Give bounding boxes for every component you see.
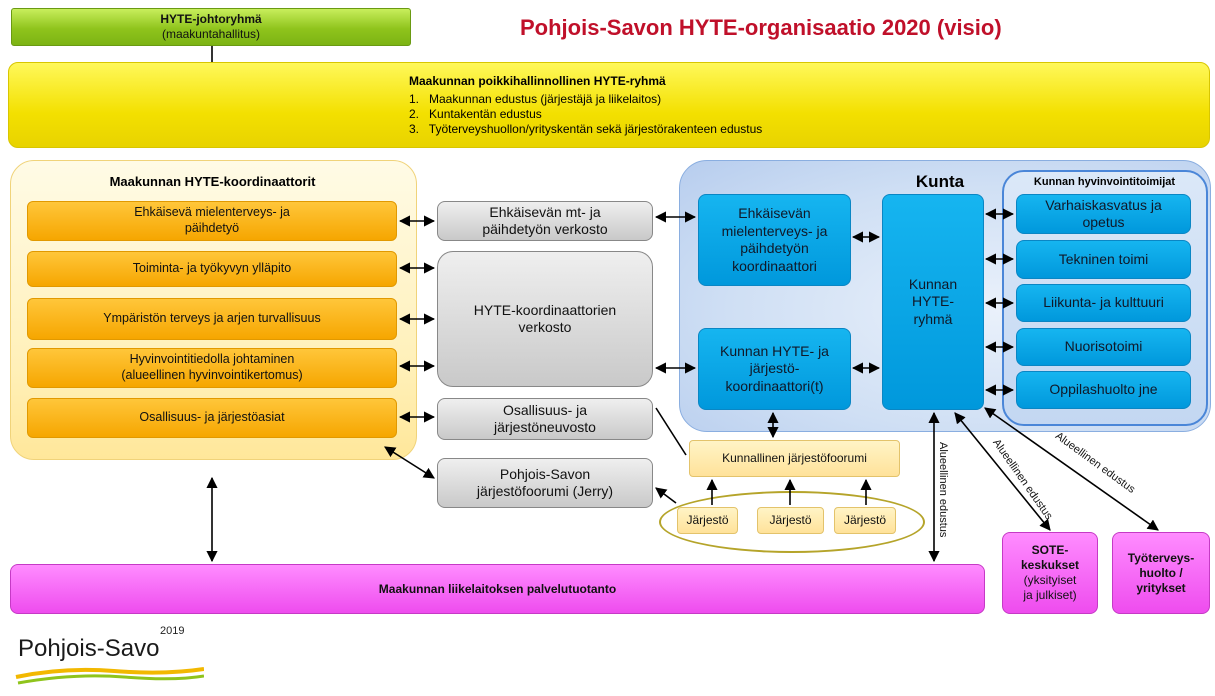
jarjesto-box: Järjestö bbox=[834, 507, 896, 534]
item-label: koordinaattori bbox=[732, 257, 817, 274]
sote-keskukset-box: SOTE- keskukset (yksityiset ja julkiset) bbox=[1002, 532, 1098, 614]
koordinaattori-ymparisto: Ympäristön terveys ja arjen turvallisuus bbox=[27, 298, 397, 340]
jarjesto-box: Järjestö bbox=[677, 507, 738, 534]
koordinaattori-toimintakyky: Toiminta- ja työkyvyn ylläpito bbox=[27, 251, 397, 287]
koordinaattori-mielenterveys: Ehkäisevä mielenterveys- ja päihdetyö bbox=[27, 201, 397, 241]
connector-arrow bbox=[384, 446, 435, 479]
item-label: mielenterveys- ja bbox=[721, 222, 828, 239]
koordinaattorit-heading: Maakunnan HYTE-koordinaattorit bbox=[109, 173, 316, 189]
poikkihallinnollinen-item: 2. Kuntakentän edustus bbox=[409, 106, 542, 121]
johtoryhma-name: HYTE-johtoryhmä bbox=[160, 12, 262, 26]
item-label: Ehkäisevän bbox=[738, 205, 811, 221]
item-label: Oppilashuolto jne bbox=[1049, 381, 1158, 398]
toimija-varhaiskasvatus: Varhaiskasvatus ja opetus bbox=[1016, 194, 1191, 234]
connector-arrow bbox=[984, 407, 1159, 531]
kunnallinen-jarjestofoorumi-box: Kunnallinen järjestöfoorumi bbox=[689, 440, 900, 477]
connector-arrow bbox=[655, 487, 677, 504]
kunta-heading: Kunta bbox=[915, 172, 965, 192]
osallisuus-neuvosto-box: Osallisuus- ja järjestöneuvosto bbox=[437, 398, 653, 440]
item-label: (yksityiset bbox=[1023, 573, 1077, 587]
toimija-tekninen: Tekninen toimi bbox=[1016, 240, 1191, 279]
item-label: ja julkiset) bbox=[1023, 588, 1077, 602]
kunta-hyte-koordinaattori: Kunnan HYTE- ja järjestö- koordinaattori… bbox=[698, 328, 851, 410]
logo-year: 2019 bbox=[160, 625, 185, 637]
item-label: päihdetyön verkosto bbox=[482, 221, 608, 237]
toimija-nuorisotoimi: Nuorisotoimi bbox=[1016, 328, 1191, 366]
item-label: järjestö- bbox=[749, 360, 800, 377]
item-label: Osallisuus- ja järjestöasiat bbox=[139, 410, 285, 425]
item-label: verkosto bbox=[518, 319, 572, 335]
logo-swoosh-icon bbox=[15, 667, 204, 685]
item-label: Työterveys- bbox=[1127, 550, 1195, 565]
connector-arrow bbox=[954, 412, 1051, 531]
diagram-title: Pohjois-Savon HYTE-organisaatio 2020 (vi… bbox=[520, 15, 1002, 40]
item-label: (alueellinen hyvinvointikertomus) bbox=[121, 368, 303, 382]
johtoryhma-sub: (maakuntahallitus) bbox=[161, 27, 261, 41]
item-label: Tekninen toimi bbox=[1058, 250, 1149, 267]
item-label: Pohjois-Savon bbox=[499, 465, 591, 482]
kunta-hyte-ryhma: Kunnan HYTE- ryhmä bbox=[882, 194, 984, 410]
hyvinvointitoimijat-heading: Kunnan hyvinvointitoimijat bbox=[1033, 176, 1176, 189]
koordinaattori-osallisuus: Osallisuus- ja järjestöasiat bbox=[27, 398, 397, 438]
item-label: ryhmä bbox=[913, 310, 953, 327]
toimija-oppilashuolto: Oppilashuolto jne bbox=[1016, 371, 1191, 409]
toimija-liikunta: Liikunta- ja kulttuuri bbox=[1016, 284, 1191, 322]
jerry-box: Pohjois-Savon järjestöfoorumi (Jerry) bbox=[437, 458, 653, 508]
item-label: järjestöneuvosto bbox=[494, 419, 596, 435]
item-label: opetus bbox=[1082, 214, 1125, 230]
item-label: päihdetyön bbox=[740, 240, 809, 256]
item-label: huolto / bbox=[1139, 565, 1183, 580]
item-label: päihdetyö bbox=[184, 221, 240, 235]
logo-name: Pohjois-Savo bbox=[18, 635, 160, 662]
kunta-mt-koordinaattori: Ehkäisevän mielenterveys- ja päihdetyön … bbox=[698, 194, 851, 286]
item-label: keskukset bbox=[1020, 558, 1080, 572]
item-label: Kunnan HYTE- ja bbox=[720, 342, 829, 359]
hyte-johtoryhma-box: HYTE-johtoryhmä (maakuntahallitus) bbox=[11, 8, 411, 46]
item-label: yritykset bbox=[1136, 580, 1186, 595]
item-label: HYTE- bbox=[912, 293, 954, 310]
item-label: Hyvinvointitiedolla johtaminen bbox=[129, 352, 295, 367]
poikkihallinnollinen-heading: Maakunnan poikkihallinnollinen HYTE-ryhm… bbox=[409, 73, 666, 88]
mt-verkosto-box: Ehkäisevän mt- ja päihdetyön verkosto bbox=[437, 201, 653, 241]
item-label: Varhaiskasvatus ja bbox=[1045, 196, 1162, 213]
item-label: Ehkäisevä mielenterveys- ja bbox=[134, 205, 290, 220]
item-label: HYTE-koordinaattorien bbox=[473, 301, 617, 318]
jarjesto-box: Järjestö bbox=[757, 507, 824, 534]
item-label: Liikunta- ja kulttuuri bbox=[1043, 294, 1164, 311]
palvelutuotanto-box: Maakunnan liikelaitoksen palvelutuotanto bbox=[10, 564, 985, 614]
poikkihallinnollinen-item: 1. Maakunnan edustus (järjestäjä ja liik… bbox=[409, 91, 662, 106]
pohjois-savo-logo: 2019 Pohjois-Savo bbox=[4, 621, 204, 691]
poikkihallinnollinen-ryhma-box: Maakunnan poikkihallinnollinen HYTE-ryhm… bbox=[8, 62, 1210, 148]
item-label: Osallisuus- ja bbox=[502, 401, 588, 418]
item-label: Nuorisotoimi bbox=[1064, 338, 1143, 355]
hyte-verkosto-box: HYTE-koordinaattorien verkosto bbox=[437, 251, 653, 387]
item-label: Ympäristön terveys ja arjen turvallisuus bbox=[103, 311, 321, 326]
jarjestot-ellipse bbox=[659, 491, 925, 553]
item-label: SOTE- bbox=[1031, 543, 1069, 557]
item-label: koordinaattori(t) bbox=[725, 377, 824, 394]
koordinaattori-hyvinvointitieto: Hyvinvointitiedolla johtaminen (alueelli… bbox=[27, 348, 397, 388]
poikkihallinnollinen-item: 3. Työterveyshuollon/yrityskentän sekä j… bbox=[409, 121, 763, 136]
connector-arrow bbox=[655, 407, 687, 456]
tyoterveyshuolto-box: Työterveys- huolto / yritykset bbox=[1112, 532, 1210, 614]
item-label: Ehkäisevän mt- ja bbox=[489, 203, 601, 220]
item-label: järjestöfoorumi (Jerry) bbox=[476, 483, 614, 499]
item-label: Toiminta- ja työkyvyn ylläpito bbox=[132, 261, 292, 276]
item-label: Kunnan bbox=[908, 275, 958, 292]
